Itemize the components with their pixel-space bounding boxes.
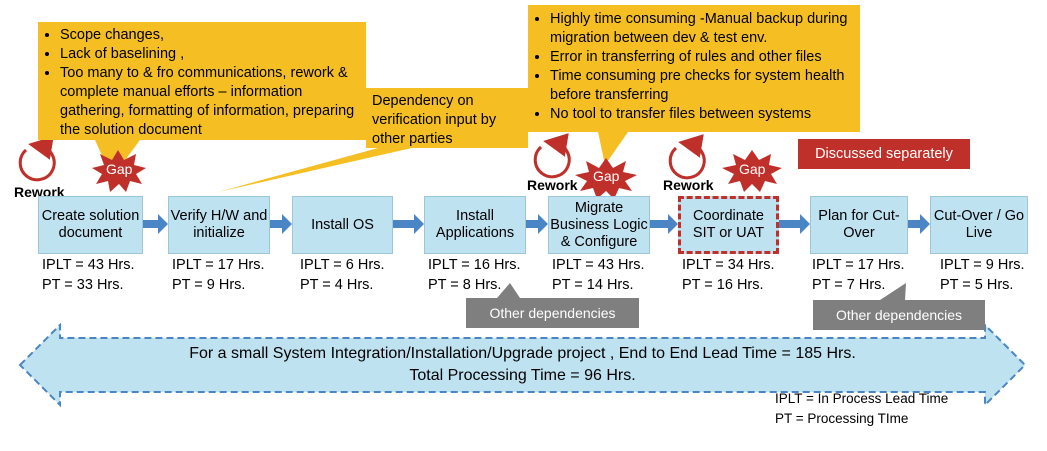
flow-arrow-3 (393, 214, 424, 234)
right-callout-tail (598, 132, 628, 165)
gap-burst-icon-3 (722, 150, 782, 192)
right-callout-item: No tool to transfer files between system… (550, 105, 856, 124)
flow-arrow-2 (270, 214, 292, 234)
iplt-value: IPLT = 16 Hrs. (428, 257, 521, 273)
step-metrics: IPLT = 9 Hrs. PT = 5 Hrs. (940, 255, 1024, 295)
step-metrics: IPLT = 43 Hrs. PT = 33 Hrs. (42, 255, 135, 295)
step-plan-cut-over: Plan for Cut-Over (810, 196, 908, 254)
step-migrate-business-logic: Migrate Business Logic & Configure (548, 196, 650, 254)
pt-value: PT = 5 Hrs. (940, 277, 1014, 293)
step-metrics: IPLT = 43 Hrs. PT = 14 Hrs. (552, 255, 645, 295)
iplt-value: IPLT = 17 Hrs. (172, 257, 265, 273)
discussed-separately-note: Discussed separately (798, 139, 970, 169)
step-metrics: IPLT = 34 Hrs. PT = 16 Hrs. (682, 255, 775, 295)
pt-value: PT = 14 Hrs. (552, 277, 634, 293)
step-label: Coordinate SIT or UAT (692, 208, 765, 241)
step-label: Install Applications (435, 208, 515, 241)
step-label: Cut-Over / Go Live (933, 208, 1025, 241)
step-metrics: IPLT = 16 Hrs. PT = 8 Hrs. (428, 255, 521, 295)
gap-label-1: Gap (106, 161, 133, 177)
step-metrics: IPLT = 6 Hrs. PT = 4 Hrs. (300, 255, 384, 295)
pt-value: PT = 16 Hrs. (682, 277, 764, 293)
step-install-applications: Install Applications (424, 196, 526, 254)
lead-time-banner: For a small System Integration/Installat… (60, 343, 985, 387)
left-callout-item: Scope changes, (60, 26, 360, 45)
rework-icon-2 (533, 133, 571, 179)
other-dependencies-box-1: Other dependencies (466, 298, 639, 328)
step-cut-over-go-live: Cut-Over / Go Live (930, 196, 1028, 254)
rework-icon-3 (668, 134, 706, 180)
legend-iplt: IPLT = In Process Lead Time (775, 391, 949, 406)
gap-label-2: Gap (593, 168, 620, 184)
rework-label-3: Rework (663, 177, 714, 193)
flow-arrow-6 (779, 214, 810, 234)
iplt-value: IPLT = 43 Hrs. (42, 257, 135, 273)
iplt-value: IPLT = 43 Hrs. (552, 257, 645, 273)
left-callout-item: Lack of baselining , (60, 45, 360, 64)
flow-arrow-1 (143, 214, 168, 234)
rework-icon-1 (18, 136, 56, 182)
dep-tail-1 (497, 283, 520, 298)
gap-burst-icon-1 (92, 150, 146, 192)
flow-arrows (143, 214, 930, 234)
rework-label-2: Rework (527, 177, 578, 193)
iplt-value: IPLT = 9 Hrs. (940, 257, 1025, 273)
lead-time-line: For a small System Integration/Installat… (189, 345, 856, 362)
pt-value: PT = 9 Hrs. (172, 277, 246, 293)
step-label: Create solution document (41, 208, 140, 241)
step-metrics: IPLT = 17 Hrs. PT = 7 Hrs. (812, 255, 905, 295)
dep-tail-2 (880, 283, 906, 300)
pt-value: PT = 4 Hrs. (300, 277, 374, 293)
step-label: Verify H/W and initialize (170, 208, 268, 241)
pt-value: PT = 8 Hrs. (428, 277, 502, 293)
step-verify-hw: Verify H/W and initialize (168, 196, 270, 254)
pt-value: PT = 33 Hrs. (42, 277, 124, 293)
step-metrics: IPLT = 17 Hrs. PT = 9 Hrs. (172, 255, 265, 295)
pt-value: PT = 7 Hrs. (812, 277, 886, 293)
step-label: Plan for Cut-Over (818, 208, 900, 241)
flow-arrow-5 (650, 214, 678, 234)
legend-pt: PT = Processing TIme (775, 411, 909, 426)
left-gap-callout: Scope changes, Lack of baselining , Too … (38, 22, 366, 140)
iplt-value: IPLT = 6 Hrs. (300, 257, 385, 273)
dependency-callout-text: Dependency on verification input by othe… (372, 93, 497, 147)
right-callout-item: Error in transferring of rules and other… (550, 48, 856, 67)
step-label: Install OS (311, 216, 374, 233)
gap-burst-icon-2 (575, 158, 637, 199)
iplt-value: IPLT = 34 Hrs. (682, 257, 775, 273)
right-callout-item: Time consuming pre checks for system hea… (550, 67, 856, 105)
processing-time-line: Total Processing Time = 96 Hrs. (409, 367, 636, 384)
step-label: Migrate Business Logic & Configure (550, 199, 648, 250)
flow-arrow-7 (908, 214, 930, 234)
flow-arrow-4 (526, 214, 548, 234)
step-coordinate-sit-uat: Coordinate SIT or UAT (678, 196, 779, 254)
lead-time-banner-shape (18, 322, 1027, 408)
iplt-value: IPLT = 17 Hrs. (812, 257, 905, 273)
step-install-os: Install OS (292, 196, 393, 254)
right-gap-callout: Highly time consuming -Manual backup dur… (528, 5, 860, 132)
dependency-callout-tail (218, 148, 412, 192)
gap-label-3: Gap (739, 161, 766, 177)
other-dependencies-box-2: Other dependencies (813, 300, 985, 330)
dependency-callout: Dependency on verification input by othe… (366, 88, 528, 148)
right-callout-item: Highly time consuming -Manual backup dur… (550, 10, 856, 48)
step-create-solution-document: Create solution document (38, 196, 143, 254)
left-callout-item: Too many to & fro communications, rework… (60, 64, 360, 140)
legend: IPLT = In Process Lead Time PT = Process… (775, 389, 948, 429)
